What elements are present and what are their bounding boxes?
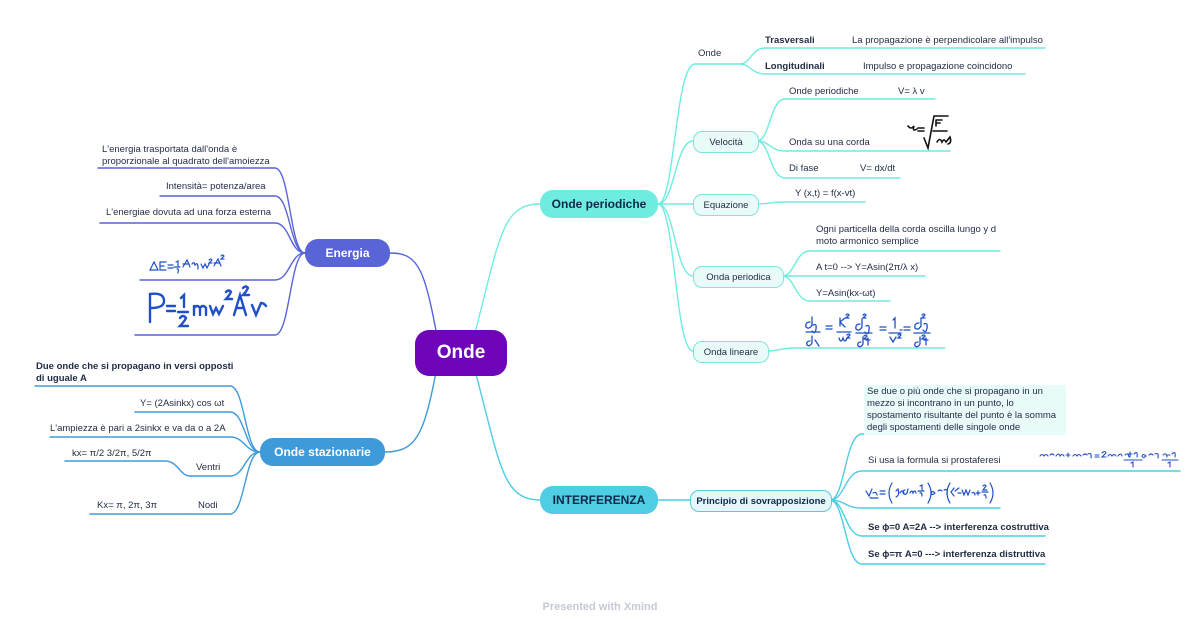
connector-root-interferenza — [469, 351, 541, 501]
handwritten-prostaferesi — [1039, 450, 1179, 468]
principio-distruttiva: Se ɸ=π A=0 ---> interferenza distruttiva — [868, 549, 1046, 560]
connector-root-periodiche — [469, 203, 541, 353]
ventri-value: kx= π/2 3/2π, 5/2π — [72, 448, 152, 459]
energia-e2: Intensità= potenza/area — [166, 181, 266, 192]
handwritten-corda-formula — [907, 115, 952, 151]
onda-periodica-line1: Ogni particella della corda oscilla lung… — [816, 224, 997, 235]
stazionarie-s2: Y= (2Asinkx) cos ωt — [140, 398, 225, 409]
branch-onde-stazionarie[interactable]: Onde stazionarie — [260, 438, 385, 466]
handwritten-superposition-result — [865, 482, 994, 504]
equazione-formula: Y (x,t) = f(x-vt) — [795, 188, 856, 199]
onda-periodica-y: Y=Asin(kx-ωt) — [816, 288, 876, 299]
velocita-di-fase: Di fase — [789, 163, 819, 174]
branch-energia[interactable]: Energia — [305, 239, 390, 267]
node-onda-lineare[interactable]: Onda lineare — [693, 341, 769, 363]
principio-definition: Se due o più onde che si propagano in un… — [864, 385, 1066, 435]
branch-onde-periodiche[interactable]: Onde periodiche — [540, 190, 658, 218]
onda-periodica-t0: A t=0 --> Y=Asin(2π/λ x) — [816, 262, 919, 273]
footer-watermark: Presented with Xmind — [542, 601, 658, 613]
trasversali-text: La propagazione è perpendicolare all'imp… — [852, 35, 1043, 46]
energia-e3: L'energiae dovuta ad una forza esterna — [106, 207, 272, 218]
handwritten-wave-equation — [805, 313, 931, 348]
stazionarie-s1: Due onde che si propagano in versi oppos… — [36, 361, 234, 384]
velocita-onda-corda: Onda su una corda — [789, 137, 870, 148]
node-equazione[interactable]: Equazione — [693, 194, 759, 216]
node-velocita[interactable]: Velocità — [693, 131, 759, 153]
connector-root-energia — [389, 252, 441, 353]
handwritten-energy-delta — [149, 254, 225, 274]
handwritten-power-formula — [148, 285, 268, 328]
node-trasversali[interactable]: Trasversali — [765, 35, 815, 46]
node-ventri[interactable]: Ventri — [196, 462, 221, 473]
node-nodi[interactable]: Nodi — [198, 500, 218, 511]
principio-prostaferesi: Si usa la formula si prostaferesi — [868, 455, 1001, 466]
principio-costruttiva: Se ɸ=0 A=2A --> interferenza costruttiva — [868, 522, 1049, 533]
longitudinali-text: Impulso e propagazione coincidono — [863, 61, 1013, 72]
node-onde[interactable]: Onde — [698, 48, 722, 59]
node-principio-sovrapposizione[interactable]: Principio di sovrapposizione — [690, 490, 832, 512]
velocita-onde-periodiche-formula: V= λ v — [898, 86, 925, 97]
root-node[interactable]: Onde — [415, 330, 507, 376]
velocita-di-fase-formula: V= dx/dt — [860, 163, 896, 174]
onda-periodica-line2: moto armonico semplice — [816, 236, 919, 247]
energia-e1: L'energia trasportata dall'onda è propor… — [102, 144, 270, 167]
node-onda-periodica[interactable]: Onda periodica — [693, 266, 784, 288]
stazionarie-s3: L'ampiezza è pari a 2sinkx e va da o a 2… — [50, 423, 226, 434]
branch-interferenza[interactable]: INTERFERENZA — [540, 486, 658, 514]
velocita-onde-periodiche: Onde periodiche — [789, 86, 859, 97]
node-longitudinali[interactable]: Longitudinali — [765, 61, 825, 72]
nodi-value: Kx= π, 2π, 3π — [97, 500, 158, 511]
